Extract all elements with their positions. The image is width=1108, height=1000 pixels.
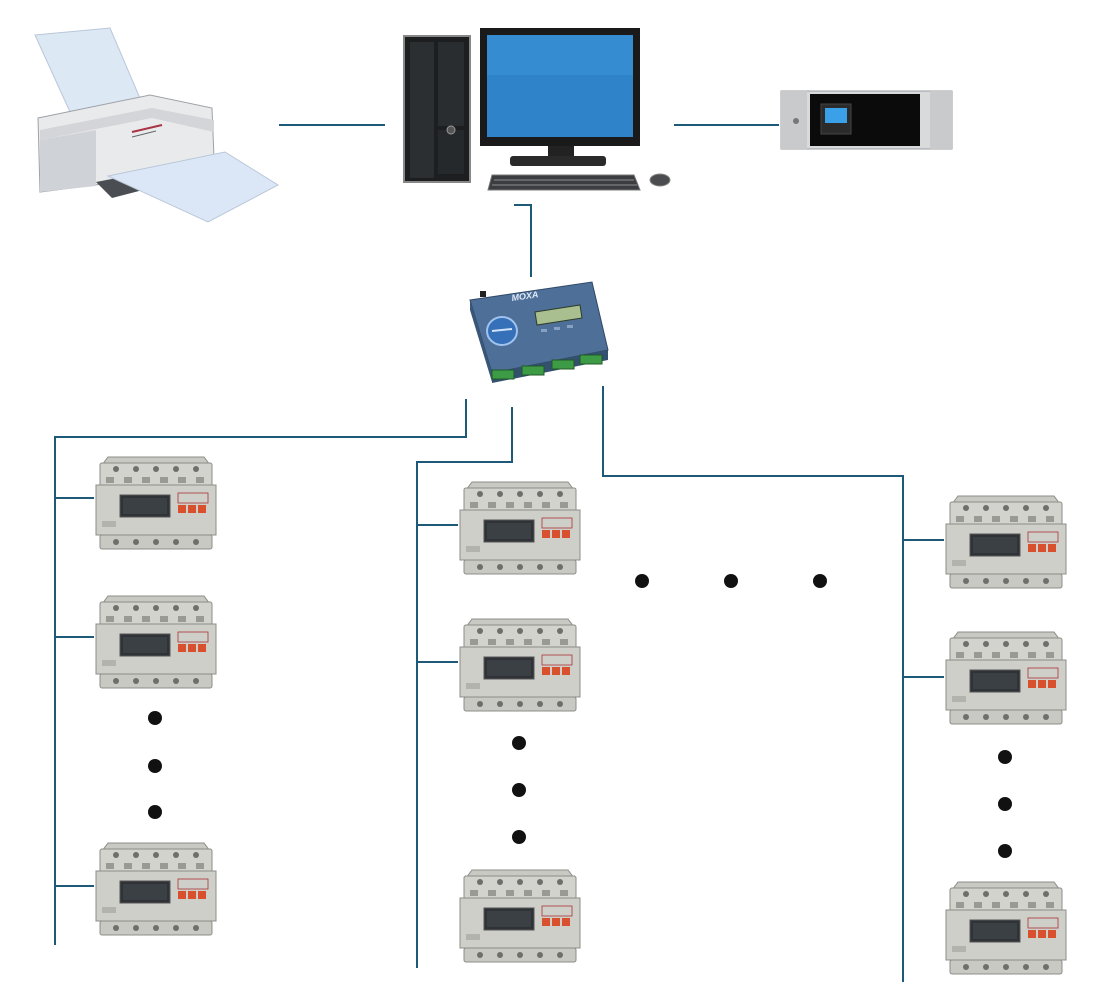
- ellipsis-left-column: [148, 711, 162, 819]
- meters-right-column: [945, 495, 1067, 975]
- printer: [34, 27, 280, 223]
- din-rail-energy-meter-icon: [95, 842, 217, 936]
- gateway-brand-label: MOXA: [511, 289, 539, 303]
- din-rail-energy-meter-icon: [945, 495, 1067, 589]
- serial-device-server-icon: MOXA: [469, 281, 609, 383]
- ellipsis-middle-column: [512, 736, 526, 844]
- connection-lines: [54, 124, 944, 982]
- din-rail-energy-meter-icon: [95, 456, 217, 550]
- din-rail-energy-meter-icon: [459, 869, 581, 963]
- ellipsis-right-column: [998, 750, 1012, 858]
- din-rail-energy-meter-icon: [459, 481, 581, 575]
- din-rail-energy-meter-icon: [945, 881, 1067, 975]
- meters-middle-column: [459, 481, 581, 963]
- ellipsis-horizontal: [635, 574, 827, 588]
- rack-display-unit-icon: [780, 90, 953, 150]
- desktop-computer-icon: [403, 28, 671, 191]
- bus-right: [602, 386, 904, 982]
- serial-device-server: MOXA: [469, 281, 609, 383]
- bus-middle: [416, 407, 513, 968]
- wire-computer-gateway: [514, 204, 532, 277]
- meters-left-column: [95, 456, 217, 936]
- desktop-computer: [403, 28, 671, 191]
- din-rail-energy-meter-icon: [95, 595, 217, 689]
- din-rail-energy-meter-icon: [459, 618, 581, 712]
- rack-display-unit: [780, 90, 953, 150]
- din-rail-energy-meter-icon: [945, 631, 1067, 725]
- bus-left: [54, 399, 467, 945]
- printer-icon: [34, 27, 280, 223]
